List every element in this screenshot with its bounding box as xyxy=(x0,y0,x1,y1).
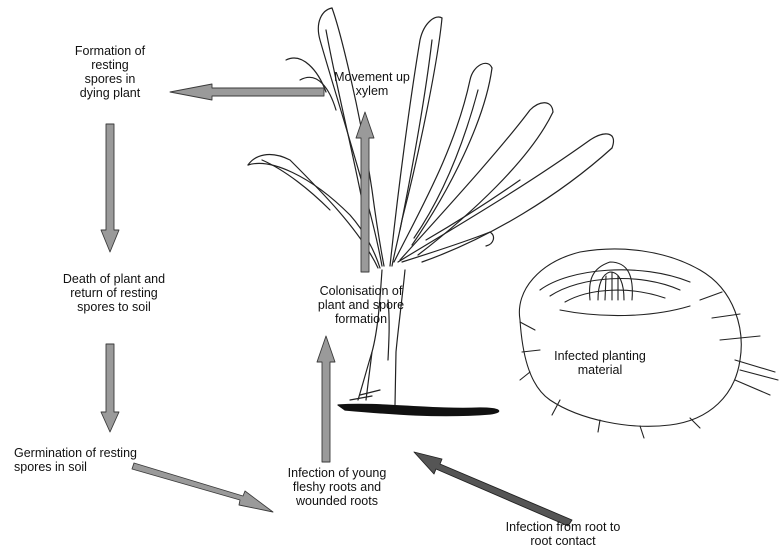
infected-corm-illustration xyxy=(519,249,778,438)
label-resting-spores: Formation of resting spores in dying pla… xyxy=(58,44,162,100)
arrow-root-contact xyxy=(414,452,572,526)
arrow-to-movement-xylem xyxy=(356,112,374,272)
arrow-to-death-of-plant xyxy=(101,124,119,252)
label-infection-young-roots: Infection of young fleshy roots and woun… xyxy=(274,466,400,508)
label-colonisation: Colonisation of plant and spore formatio… xyxy=(298,284,424,326)
label-death-of-plant: Death of plant and return of resting spo… xyxy=(46,272,182,314)
label-infected-planting-material: Infected planting material xyxy=(544,349,656,377)
arrow-to-colonisation xyxy=(317,336,335,462)
label-movement-up-xylem: Movement up xylem xyxy=(322,70,422,98)
arrow-to-resting-spores xyxy=(170,84,324,100)
label-infection-root-contact: Infection from root to root contact xyxy=(488,520,638,548)
label-germination: Germination of resting spores in soil xyxy=(14,446,184,474)
arrow-to-germination xyxy=(101,344,119,432)
